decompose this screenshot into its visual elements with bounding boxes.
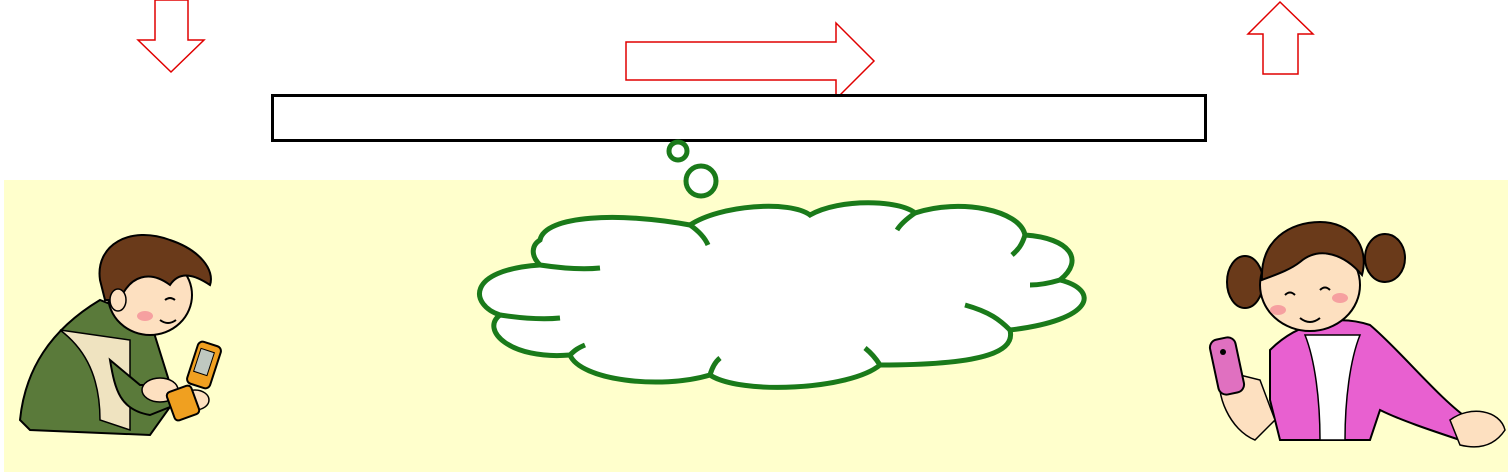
cloud-shape (477, 200, 1087, 390)
phone-icon (1208, 336, 1246, 396)
thought-bubble-small (666, 139, 690, 163)
thought-bubble-medium (683, 163, 719, 199)
arrow-up-icon (1246, 0, 1315, 75)
title-bar (271, 94, 1207, 142)
arrow-right-icon (625, 21, 876, 101)
arrow-down-icon (136, 0, 206, 74)
phone-icon (165, 340, 222, 422)
